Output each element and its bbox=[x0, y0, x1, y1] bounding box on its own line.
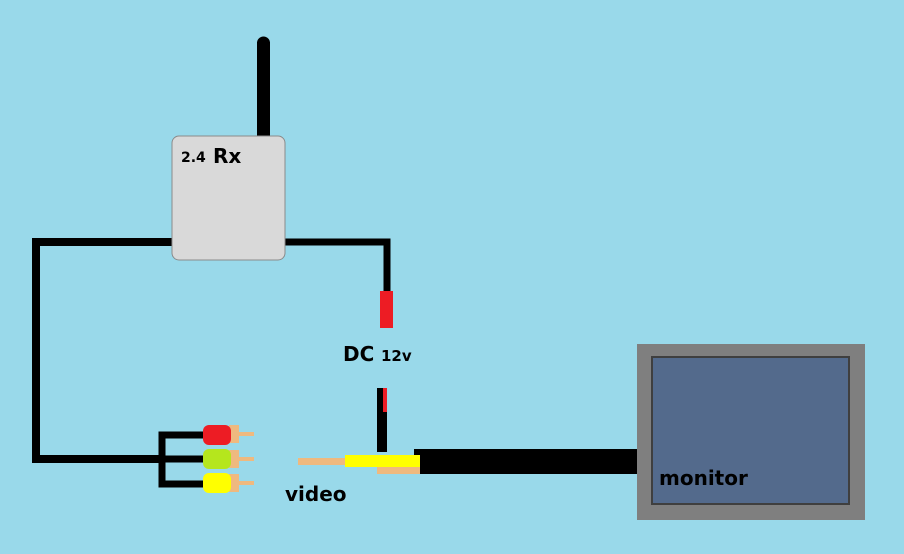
dc-label: DC bbox=[343, 342, 375, 366]
rca-plug-red bbox=[203, 425, 254, 445]
receiver-to-rca-cable bbox=[32, 238, 175, 463]
antenna bbox=[257, 36, 270, 138]
receiver-box bbox=[171, 135, 286, 261]
receiver-band-label: 2.4 bbox=[181, 150, 206, 166]
video-connector bbox=[298, 455, 420, 474]
video-label: video bbox=[285, 482, 347, 506]
rca-plug-green bbox=[203, 449, 254, 469]
monitor-screen bbox=[651, 356, 850, 505]
receiver-name-label: Rx bbox=[213, 144, 242, 168]
dc-lead-monitor bbox=[377, 388, 387, 452]
rca-plug-yellow bbox=[203, 473, 254, 493]
rca-breakout bbox=[158, 431, 207, 488]
dc-plug-receiver bbox=[380, 291, 393, 328]
receiver-to-dc-cable bbox=[282, 238, 391, 295]
monitor-label: monitor bbox=[659, 466, 748, 490]
dc-voltage-label: 12v bbox=[381, 347, 412, 365]
monitor-cable bbox=[414, 449, 640, 474]
